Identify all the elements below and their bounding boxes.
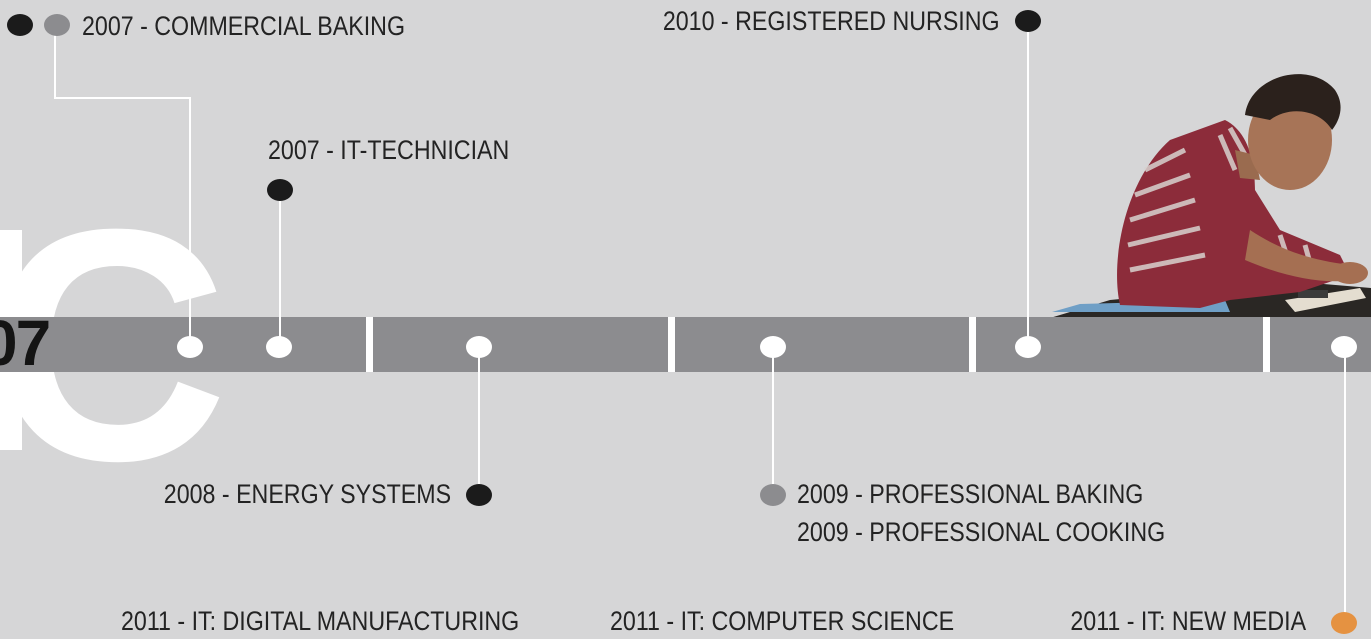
marker-dot-black — [7, 14, 33, 36]
year-marker: 07 — [0, 307, 51, 379]
event-label: 2007 - IT-TECHNICIAN — [268, 135, 510, 165]
event-label: 2008 - ENERGY SYSTEMS — [163, 479, 451, 509]
timeline-separator — [1263, 317, 1270, 372]
timeline-separator — [366, 317, 373, 372]
timeline-separator — [969, 317, 976, 372]
marker-dot-orange — [1331, 612, 1357, 634]
connector-line — [1027, 30, 1029, 345]
connector-line — [189, 97, 191, 345]
event-label: 2009 - PROFESSIONAL COOKING — [797, 517, 1166, 547]
connector-line — [772, 347, 774, 493]
timeline-bar — [0, 317, 1371, 372]
timeline-node — [1015, 336, 1041, 358]
marker-dot-grey — [44, 14, 70, 36]
event-label: 2011 - IT: COMPUTER SCIENCE — [610, 606, 955, 636]
connector-line — [1344, 347, 1346, 621]
connector-line — [54, 97, 191, 99]
timeline-node — [466, 336, 492, 358]
timeline-node — [266, 336, 292, 358]
event-label: 2011 - IT: DIGITAL MANUFACTURING — [121, 606, 520, 636]
connector-line — [279, 198, 281, 345]
marker-dot-black — [466, 484, 492, 506]
event-label: 2010 - REGISTERED NURSING — [663, 6, 1000, 36]
event-label: 2007 - COMMERCIAL BAKING — [82, 11, 406, 41]
connector-line — [478, 347, 480, 493]
marker-dot-black — [1015, 10, 1041, 32]
timeline-node — [1331, 336, 1357, 358]
event-label: 2009 - PROFESSIONAL BAKING — [797, 479, 1144, 509]
connector-line — [54, 34, 56, 98]
timeline-node — [177, 336, 203, 358]
marker-dot-black — [267, 179, 293, 201]
student-photo — [1050, 74, 1371, 318]
event-label: 2011 - IT: NEW MEDIA — [1070, 606, 1306, 636]
marker-dot-grey — [760, 484, 786, 506]
timeline-separator — [668, 317, 675, 372]
timeline-node — [760, 336, 786, 358]
